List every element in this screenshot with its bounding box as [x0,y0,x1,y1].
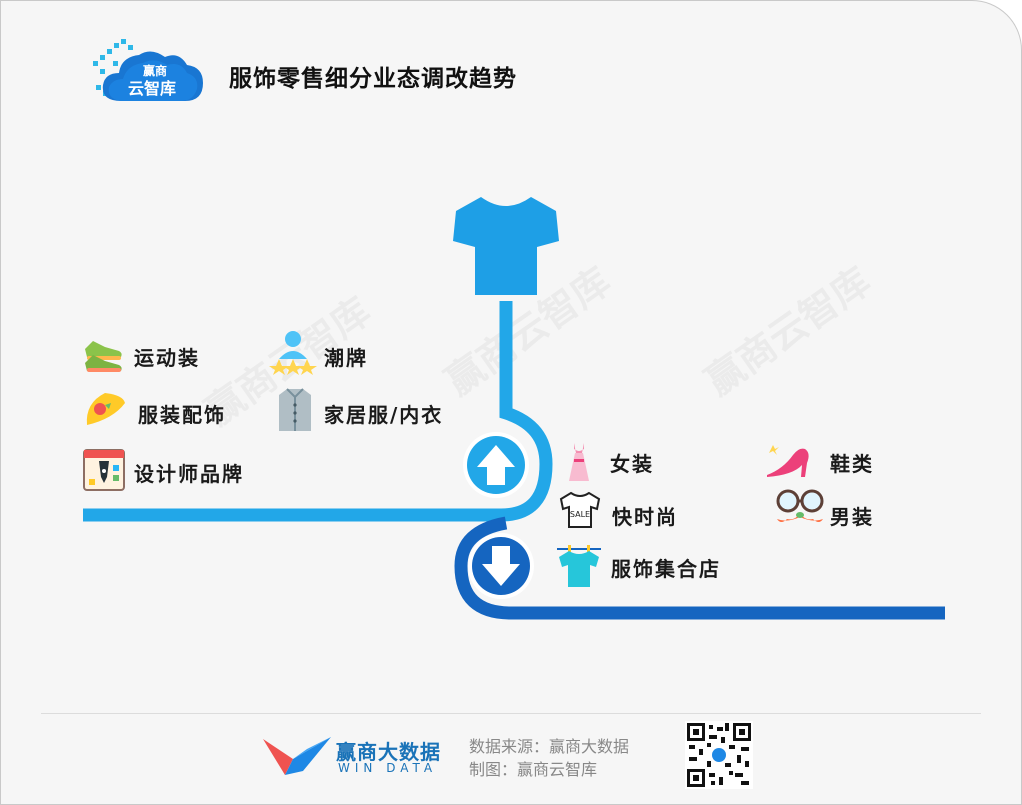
category-label-trendy-brand: 潮牌 [324,346,368,370]
sun-hat-icon [86,393,125,425]
chart-maker-text: 制图：赢商云智库 [469,760,598,779]
upgrade-line [83,301,553,522]
category-label-menswear: 男装 [830,505,874,529]
trend-diagram [83,197,945,620]
arrow-up-icon [463,432,529,498]
page-title: 服饰零售细分业态调改趋势 [229,66,517,92]
logo-text-top: 赢商 [143,64,168,78]
footer-divider [41,713,981,714]
svg-text:SALE: SALE [570,510,590,519]
arrow-down-icon [468,533,534,599]
clothesline-shirt-icon [557,545,601,587]
category-label-homewear-underwear: 家居服/内衣 [324,403,444,427]
category-label-apparel-collection-store: 服饰集合店 [611,557,721,581]
sale-tshirt-icon: SALE [559,491,601,528]
footer-brand-en: WIN DATA [338,761,438,775]
category-label-fast-fashion: 快时尚 [612,505,678,529]
glasses-mustache-icon [776,489,824,522]
qr-code-icon [685,721,753,789]
logo-text-bottom: 云智库 [128,79,177,98]
data-source-text: 数据来源：赢商大数据 [469,737,630,756]
win-data-logo-icon [263,737,331,775]
category-label-womenswear: 女装 [610,452,654,476]
sneaker-icon [85,341,122,372]
category-label-accessories: 服装配饰 [138,403,226,427]
dress-icon [569,443,589,481]
trendy-brand-star-icon [269,331,317,375]
designer-pen-icon [83,449,125,491]
category-label-designer-brand: 设计师品牌 [134,462,244,486]
footer-brand-cn: 赢商大数据 [336,740,441,764]
yingshang-cloud-logo [93,39,203,101]
footer-source: 数据来源：赢商大数据 制图：赢商云智库 [469,735,629,781]
pajama-shirt-icon [279,388,311,431]
downgrade-line [454,516,945,620]
tshirt-icon [453,197,559,295]
category-label-sportswear: 运动装 [134,346,200,370]
category-label-footwear: 鞋类 [830,452,874,476]
high-heel-icon [767,445,809,477]
